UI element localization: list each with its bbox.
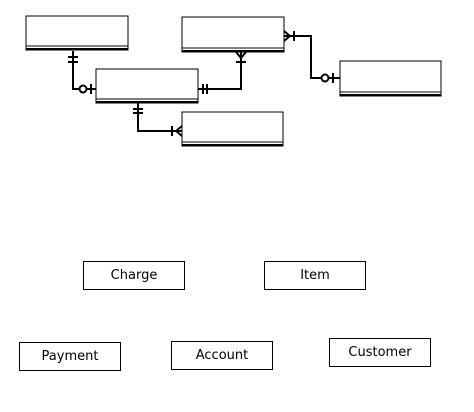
label-item[interactable]: Item <box>264 261 366 290</box>
label-charge-text: Charge <box>110 268 158 283</box>
label-account-text: Account <box>195 348 249 363</box>
entity-slot-middle[interactable] <box>95 68 199 104</box>
label-account[interactable]: Account <box>171 341 273 370</box>
label-payment-text: Payment <box>41 349 99 364</box>
label-customer-text: Customer <box>348 345 412 360</box>
label-item-text: Item <box>300 268 330 283</box>
label-payment[interactable]: Payment <box>19 342 121 371</box>
relationship-middle-bottom <box>133 103 183 137</box>
entity-slot-top-left[interactable] <box>25 15 129 51</box>
label-charge[interactable]: Charge <box>83 261 185 290</box>
relationship-topright-right <box>283 30 340 83</box>
relationship-middle-topright <box>198 51 247 94</box>
entity-slot-top-right[interactable] <box>181 16 285 53</box>
entity-slot-bottom[interactable] <box>181 111 284 147</box>
label-customer[interactable]: Customer <box>329 338 431 367</box>
relationship-topleft-middle <box>68 51 96 94</box>
entity-slot-right[interactable] <box>339 60 442 97</box>
